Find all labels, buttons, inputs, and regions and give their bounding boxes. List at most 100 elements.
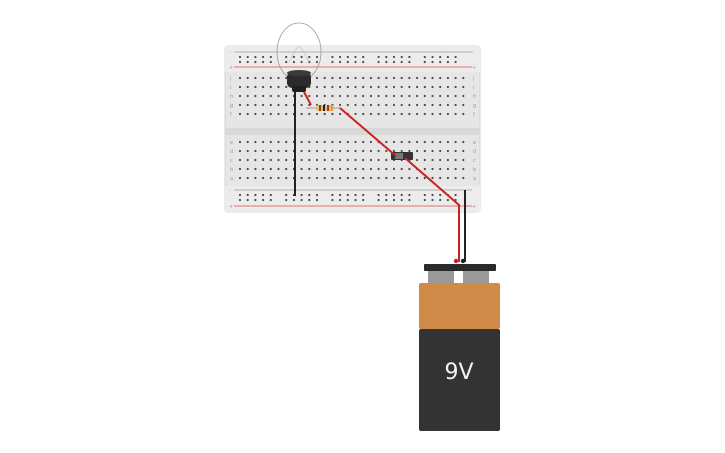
breadboard-hole[interactable] <box>416 158 419 162</box>
breadboard-hole[interactable] <box>246 55 249 59</box>
breadboard-hole[interactable] <box>315 176 319 180</box>
breadboard-hole[interactable] <box>254 167 257 171</box>
breadboard-hole[interactable] <box>416 149 419 153</box>
breadboard-hole[interactable] <box>331 198 334 202</box>
breadboard-hole[interactable] <box>277 94 280 98</box>
breadboard-hole[interactable] <box>377 149 380 153</box>
breadboard-hole[interactable] <box>346 85 349 89</box>
breadboard-hole[interactable] <box>392 140 396 144</box>
breadboard-hole[interactable] <box>262 112 265 116</box>
breadboard-hole[interactable] <box>446 85 449 89</box>
breadboard-hole[interactable] <box>377 85 380 89</box>
breadboard-hole[interactable] <box>439 140 442 144</box>
breadboard-hole[interactable] <box>315 193 319 197</box>
breadboard-hole[interactable] <box>462 94 465 98</box>
breadboard-hole[interactable] <box>369 158 372 162</box>
breadboard-hole[interactable] <box>331 112 334 116</box>
breadboard-hole[interactable] <box>339 103 342 107</box>
breadboard-hole[interactable] <box>285 176 288 180</box>
breadboard-hole[interactable] <box>362 112 365 116</box>
breadboard-hole[interactable] <box>423 112 426 116</box>
breadboard-hole[interactable] <box>269 76 272 80</box>
breadboard-hole[interactable] <box>446 103 449 107</box>
breadboard-hole[interactable] <box>385 149 388 153</box>
breadboard-hole[interactable] <box>416 94 419 98</box>
breadboard-hole[interactable] <box>354 55 357 59</box>
breadboard-hole[interactable] <box>392 60 396 64</box>
breadboard-hole[interactable] <box>262 85 265 89</box>
breadboard-hole[interactable] <box>269 167 272 171</box>
breadboard-hole[interactable] <box>462 140 465 144</box>
breadboard-hole[interactable] <box>300 103 303 107</box>
breadboard-hole[interactable] <box>315 85 319 89</box>
breadboard-hole[interactable] <box>331 140 334 144</box>
breadboard-hole[interactable] <box>331 193 334 197</box>
breadboard-hole[interactable] <box>292 55 295 59</box>
breadboard-hole[interactable] <box>377 55 380 59</box>
breadboard-hole[interactable] <box>308 94 311 98</box>
breadboard-hole[interactable] <box>377 103 380 107</box>
breadboard-hole[interactable] <box>354 85 357 89</box>
breadboard-hole[interactable] <box>423 176 426 180</box>
breadboard-hole[interactable] <box>439 198 442 202</box>
breadboard-hole[interactable] <box>362 103 365 107</box>
breadboard-hole[interactable] <box>400 94 403 98</box>
breadboard-hole[interactable] <box>431 167 434 171</box>
breadboard-hole[interactable] <box>285 140 288 144</box>
breadboard-hole[interactable] <box>369 167 372 171</box>
breadboard-hole[interactable] <box>446 140 449 144</box>
breadboard-hole[interactable] <box>277 103 280 107</box>
breadboard-hole[interactable] <box>392 76 396 80</box>
breadboard-hole[interactable] <box>423 158 426 162</box>
breadboard-hole[interactable] <box>308 176 311 180</box>
breadboard-hole[interactable] <box>254 103 257 107</box>
lightbulb-icon[interactable] <box>276 22 322 92</box>
breadboard-hole[interactable] <box>431 176 434 180</box>
breadboard-hole[interactable] <box>323 112 326 116</box>
breadboard-hole[interactable] <box>392 149 396 153</box>
breadboard-hole[interactable] <box>346 55 349 59</box>
breadboard-hole[interactable] <box>262 193 265 197</box>
breadboard-hole[interactable] <box>339 60 342 64</box>
breadboard-hole[interactable] <box>238 198 242 202</box>
breadboard-hole[interactable] <box>377 167 380 171</box>
breadboard-hole[interactable] <box>416 103 419 107</box>
breadboard-hole[interactable] <box>331 149 334 153</box>
breadboard-hole[interactable] <box>339 140 342 144</box>
breadboard-hole[interactable] <box>254 158 257 162</box>
breadboard-hole[interactable] <box>454 112 457 116</box>
breadboard-hole[interactable] <box>439 103 442 107</box>
breadboard-hole[interactable] <box>408 94 411 98</box>
breadboard-hole[interactable] <box>246 149 249 153</box>
breadboard-hole[interactable] <box>308 55 311 59</box>
breadboard-hole[interactable] <box>423 76 426 80</box>
breadboard-hole[interactable] <box>285 60 288 64</box>
breadboard-hole[interactable] <box>385 94 388 98</box>
breadboard-hole[interactable] <box>416 76 419 80</box>
breadboard-hole[interactable] <box>392 193 396 197</box>
breadboard-hole[interactable] <box>354 149 357 153</box>
breadboard-hole[interactable] <box>400 55 403 59</box>
breadboard-hole[interactable] <box>454 103 457 107</box>
breadboard-hole[interactable] <box>446 167 449 171</box>
breadboard-hole[interactable] <box>331 60 334 64</box>
breadboard-hole[interactable] <box>346 193 349 197</box>
breadboard-hole[interactable] <box>269 158 272 162</box>
breadboard-hole[interactable] <box>416 176 419 180</box>
breadboard-hole[interactable] <box>423 55 426 59</box>
breadboard-hole[interactable] <box>285 112 288 116</box>
breadboard-hole[interactable] <box>238 60 242 64</box>
breadboard-hole[interactable] <box>246 103 249 107</box>
breadboard-hole[interactable] <box>285 167 288 171</box>
breadboard-hole[interactable] <box>408 198 411 202</box>
breadboard-hole[interactable] <box>262 76 265 80</box>
breadboard-hole[interactable] <box>254 198 257 202</box>
breadboard-hole[interactable] <box>331 167 334 171</box>
breadboard-hole[interactable] <box>292 198 295 202</box>
breadboard-hole[interactable] <box>285 103 288 107</box>
breadboard-hole[interactable] <box>416 140 419 144</box>
breadboard-hole[interactable] <box>300 140 303 144</box>
breadboard-hole[interactable] <box>238 85 242 89</box>
